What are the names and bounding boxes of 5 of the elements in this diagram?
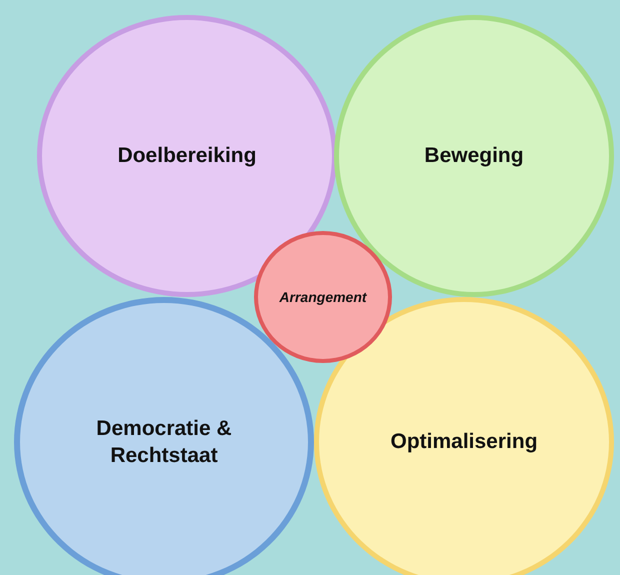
topic-label: Optimalisering [390, 429, 538, 456]
topic-label: Doelbereiking [118, 143, 256, 170]
topic-label: Democratie & Rechtstaat [95, 416, 233, 469]
topic-label: Beweging [424, 143, 524, 170]
topic-label: Arrangement [279, 288, 367, 306]
